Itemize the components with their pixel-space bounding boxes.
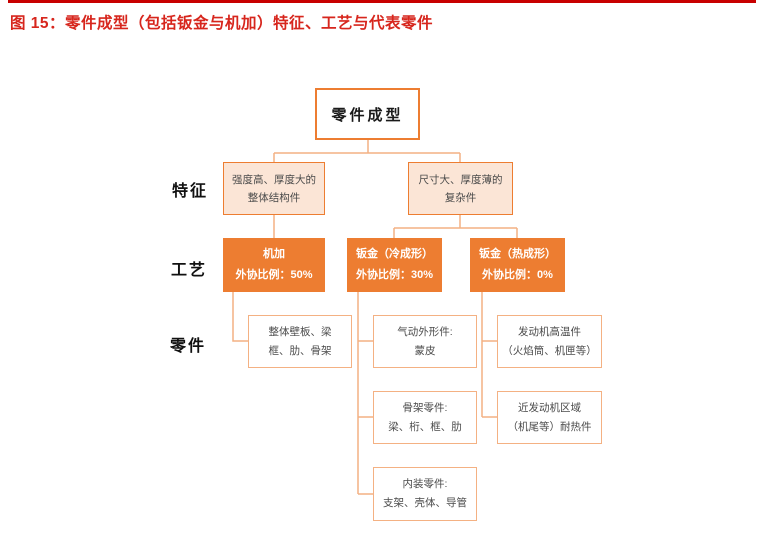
part-box-interior: 内装零件: 支架、壳体、导管 (373, 467, 477, 521)
row-label-features: 特征 (172, 183, 209, 200)
part-box-line2: 框、肋、骨架 (268, 344, 332, 357)
part-box-line2: （火焰筒、机匣等） (502, 344, 597, 357)
process-ratio: 外协比例：0% (482, 269, 553, 281)
process-box-hot-forming: 钣金（热成形） 外协比例：0% (470, 238, 565, 292)
process-box-cold-forming: 钣金（冷成形） 外协比例：30% (347, 238, 442, 292)
part-box-engine-high-temp: 发动机高温件 （火焰筒、机匣等） (497, 315, 602, 368)
part-box-line2: 支架、壳体、导管 (383, 497, 467, 509)
process-name: 钣金（热成形） (479, 248, 556, 260)
process-name: 钣金（冷成形） (356, 248, 433, 260)
process-ratio: 外协比例：30% (355, 269, 434, 281)
feature-box-line1: 强度高、厚度大的 (232, 173, 316, 186)
part-box-line2: 蒙皮 (414, 344, 436, 357)
part-box-line1: 近发动机区域 (518, 401, 581, 414)
part-box-line2: （机尾等）耐热件 (507, 420, 592, 433)
row-label-parts: 零件 (170, 338, 207, 355)
part-box-line1: 骨架零件: (402, 401, 448, 414)
part-box-panels-beams: 整体壁板、梁 框、肋、骨架 (248, 315, 352, 368)
top-accent-bar (8, 0, 756, 3)
row-label-process: 工艺 (171, 262, 208, 279)
process-ratio: 外协比例：50% (235, 269, 313, 281)
part-box-aero-skin: 气动外形件: 蒙皮 (373, 315, 477, 368)
figure-title: 图 15：零件成型（包括钣金与机加）特征、工艺与代表零件 (10, 15, 434, 32)
process-name: 机加 (263, 248, 285, 260)
part-box-line1: 气动外形件: (397, 325, 453, 338)
root-box-part-forming: 零件成型 (315, 88, 420, 140)
part-box-skeleton: 骨架零件: 梁、桁、框、肋 (373, 391, 477, 444)
part-box-line1: 内装零件: (402, 478, 448, 490)
part-box-line2: 梁、桁、框、肋 (388, 420, 462, 433)
feature-box-line2: 整体结构件 (247, 191, 301, 204)
feature-box-sheet-metal: 尺寸大、厚度薄的 复杂件 (408, 162, 513, 215)
root-box-label: 零件成型 (331, 106, 404, 124)
process-box-machining: 机加 外协比例：50% (223, 238, 325, 292)
part-box-near-engine: 近发动机区域 （机尾等）耐热件 (497, 391, 602, 444)
part-box-line1: 整体壁板、梁 (268, 325, 332, 338)
feature-box-line1: 尺寸大、厚度薄的 (418, 173, 503, 186)
feature-box-line2: 复杂件 (444, 191, 477, 204)
part-box-line1: 发动机高温件 (518, 325, 581, 338)
feature-box-machined: 强度高、厚度大的 整体结构件 (223, 162, 325, 215)
